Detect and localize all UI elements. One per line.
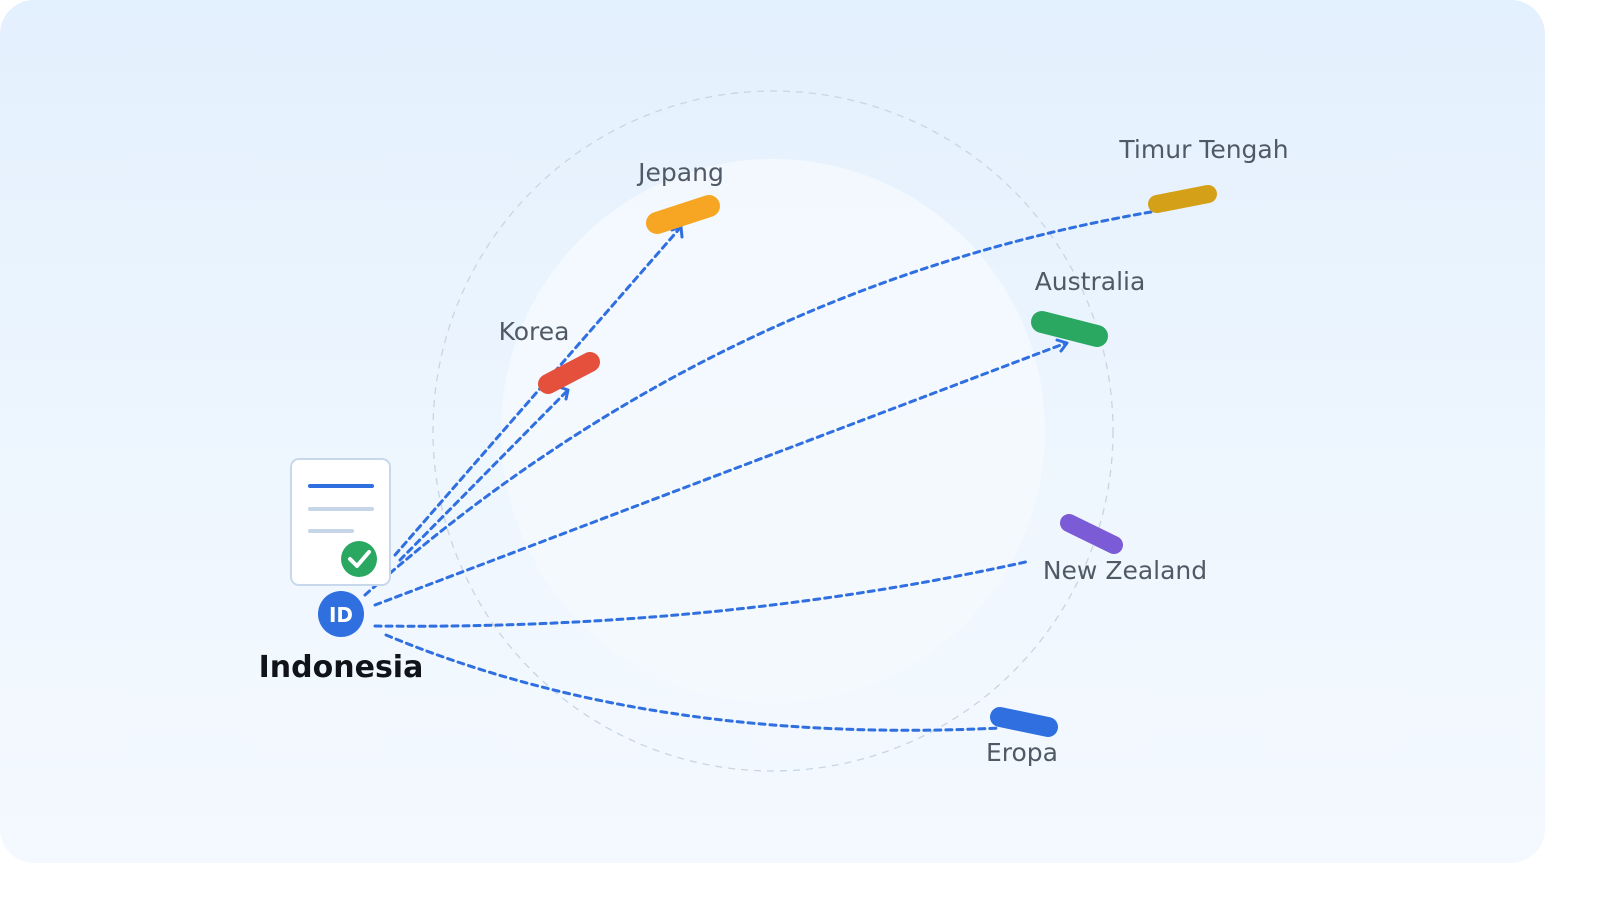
label-timur-tengah: Timur Tengah: [1118, 135, 1288, 164]
diagram-card: Jepang Korea Timur Tengah Australia New …: [0, 0, 1545, 863]
marker-korea[interactable]: [538, 352, 600, 394]
route-diagram: Jepang Korea Timur Tengah Australia New …: [259, 90, 1289, 772]
marker-australia[interactable]: [1031, 311, 1108, 347]
marker-jepang[interactable]: [646, 195, 720, 234]
outer-dashed-ring: [432, 90, 1114, 772]
route-line-new-zealand: [373, 559, 1032, 628]
destination-labels: Jepang Korea Timur Tengah Australia New …: [499, 135, 1289, 767]
check-circle-icon: [341, 541, 377, 577]
label-new-zealand: New Zealand: [1043, 556, 1207, 585]
arrowhead-jepang-icon: [670, 225, 684, 239]
route-line-jepang: [393, 226, 682, 557]
destination-markers: [538, 185, 1217, 737]
marker-timur-tengah[interactable]: [1148, 185, 1217, 213]
inner-glow-circle: [501, 159, 1045, 703]
origin-badge[interactable]: ID: [318, 591, 364, 637]
route-line-eropa: [384, 633, 1002, 732]
label-korea: Korea: [499, 317, 570, 346]
route-lines: [363, 206, 1177, 732]
origin-label: Indonesia: [259, 650, 424, 685]
badge-text: ID: [329, 603, 353, 627]
route-line-timur-tengah: [363, 206, 1177, 597]
marker-eropa[interactable]: [990, 707, 1058, 737]
label-jepang: Jepang: [636, 158, 724, 187]
route-arrowheads: [557, 225, 1069, 401]
checkmark-icon: [348, 550, 371, 568]
document-check-icon: [290, 458, 391, 586]
arrowhead-australia-icon: [1055, 338, 1069, 353]
label-australia: Australia: [1035, 267, 1146, 296]
marker-new-zealand[interactable]: [1060, 514, 1123, 554]
badge-circle: [318, 591, 364, 637]
route-line-australia: [373, 341, 1068, 607]
label-eropa: Eropa: [986, 738, 1058, 767]
arrowhead-korea-icon: [557, 385, 570, 401]
route-line-korea: [398, 388, 570, 562]
